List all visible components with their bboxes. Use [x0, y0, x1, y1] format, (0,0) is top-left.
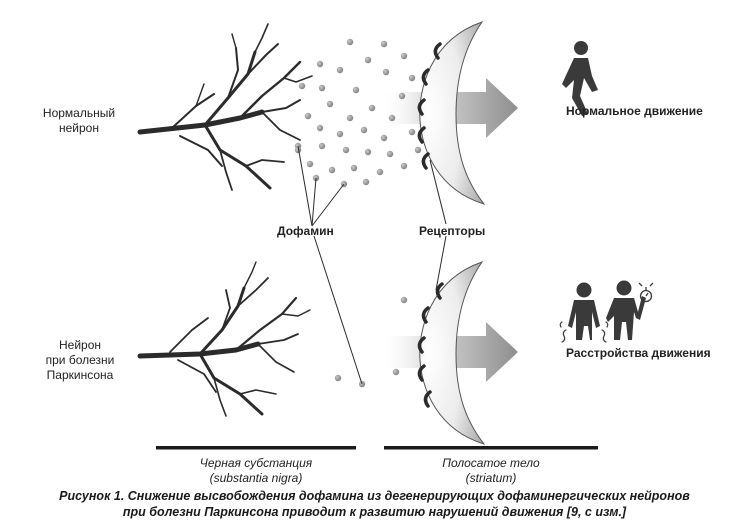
parkinson-neuron-label-line-1: Нейрон	[58, 338, 102, 352]
normal-movement-label: Нормальное движение	[566, 104, 703, 118]
parkinson-neuron	[137, 261, 311, 417]
receptors-label: Рецепторы	[419, 224, 486, 238]
substantia-nigra-label-line-2: (substantia nigra)	[209, 471, 303, 485]
dopamine-label: Дофамин	[277, 224, 334, 238]
figure-caption: Рисунок 1. Снижение высвобождения дофами…	[0, 488, 749, 520]
substantia-nigra-label: Черная субстанция (substantia nigra)	[156, 456, 356, 486]
figure-caption-line-1: Рисунок 1. Снижение высвобождения дофами…	[59, 489, 690, 503]
parkinson-neuron-label-line-3: Паркинсона	[46, 368, 114, 382]
parkinson-neuron-label-line-2: при болезни	[45, 353, 115, 367]
walking-person-icon	[562, 41, 598, 116]
normal-neuron	[137, 23, 313, 191]
dopamine-dots-normal	[294, 38, 422, 188]
receptors-parkinson	[417, 282, 444, 408]
dopamine-leader-lines	[297, 145, 363, 385]
normal-neuron-label: Нормальный нейрон	[38, 106, 120, 136]
substantia-nigra-bar	[156, 446, 356, 450]
trembling-person-icon	[559, 282, 609, 343]
figure-caption-line-2: при болезни Паркинсона приводит к развит…	[122, 505, 627, 519]
striatum-label-line-2: (striatum)	[465, 471, 517, 485]
parkinson-neuron-label: Нейрон при болезни Паркинсона	[40, 338, 120, 383]
substantia-nigra-label-line-1: Черная субстанция	[199, 456, 313, 470]
movement-disorders-label: Расстройства движения	[566, 346, 711, 360]
normal-neuron-label-line-1: Нормальный	[42, 106, 116, 120]
dopamine-dots-parkinson	[334, 296, 408, 388]
receptor-leader-lines	[429, 159, 447, 291]
receptors-normal	[417, 42, 442, 170]
person-with-stopwatch-icon	[606, 280, 654, 340]
normal-neuron-label-line-2: нейрон	[59, 121, 99, 135]
striatum-label-line-1: Полосатое тело	[442, 456, 540, 470]
striatum-label: Полосатое тело (striatum)	[384, 456, 598, 486]
striatum-bar	[384, 446, 598, 450]
